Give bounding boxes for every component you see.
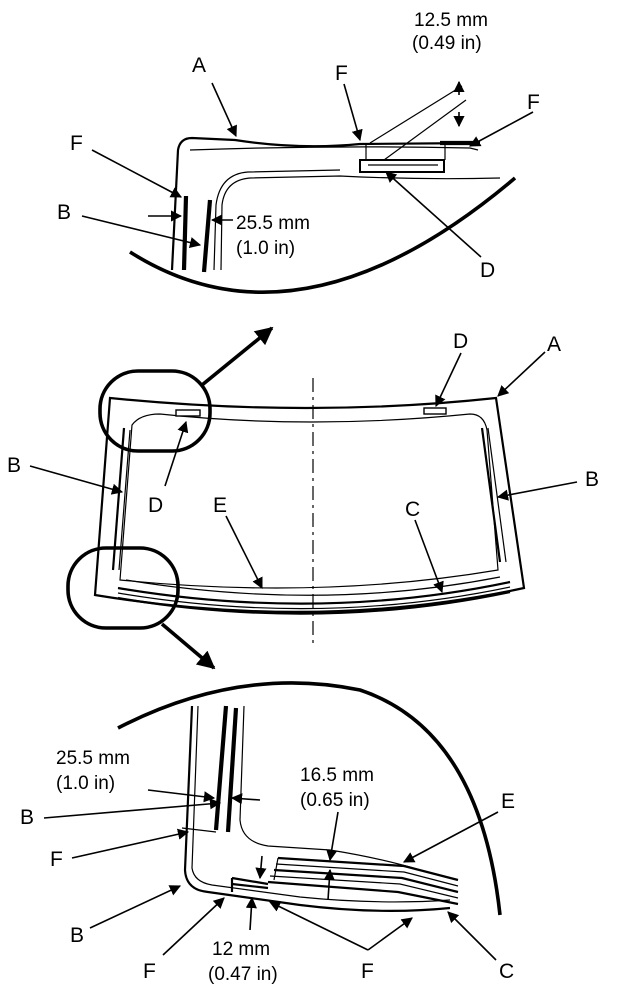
label-c-bottom: C (499, 960, 514, 983)
dim-bottom-lower-in: (0.47 in) (208, 964, 278, 985)
dim-bottom-upper-mm: 16.5 mm (300, 765, 374, 786)
dim-bottom-side-mm: 25.5 mm (56, 748, 130, 769)
dim-top-vertical-mm: 12.5 mm (414, 10, 488, 31)
label-c-mid: C (405, 498, 420, 521)
label-f-bottom-lower: F (143, 960, 156, 983)
label-b-bottom-lower: B (70, 924, 84, 947)
label-a-top: A (192, 54, 206, 77)
label-d-top: D (480, 259, 495, 282)
label-e-mid: E (213, 494, 227, 517)
top-detail-view: A F B F F D 12.5 mm (0.49 in) 25.5 mm (1… (57, 10, 540, 294)
label-b-mid-right: B (585, 468, 599, 491)
label-b-top: B (57, 201, 71, 224)
dim-top-side-in: (1.0 in) (236, 238, 295, 259)
dim-bottom-upper-in: (0.65 in) (300, 790, 370, 811)
label-f-top-left: F (70, 132, 83, 155)
label-f-top-mid: F (335, 62, 348, 85)
label-d-mid-right: D (453, 330, 468, 353)
dim-bottom-side-in: (1.0 in) (56, 773, 115, 794)
bottom-detail-view: 25.5 mm (1.0 in) 16.5 mm (0.65 in) 12 mm… (20, 681, 515, 985)
label-b-bottom-upper: B (20, 806, 34, 829)
label-f-bottom-center: F (361, 960, 374, 983)
dim-bottom-lower-mm: 12 mm (212, 939, 270, 960)
label-d-mid-left: D (148, 494, 163, 517)
label-f-bottom-left: F (50, 848, 63, 871)
label-b-mid-left: B (7, 454, 21, 477)
dim-top-side-mm: 25.5 mm (236, 213, 310, 234)
windshield-overview: A D B B D E C (7, 326, 599, 670)
label-f-top-right: F (527, 91, 540, 114)
label-e-bottom: E (501, 790, 515, 813)
label-a-mid: A (547, 333, 561, 356)
dim-top-vertical-in: (0.49 in) (412, 33, 482, 54)
